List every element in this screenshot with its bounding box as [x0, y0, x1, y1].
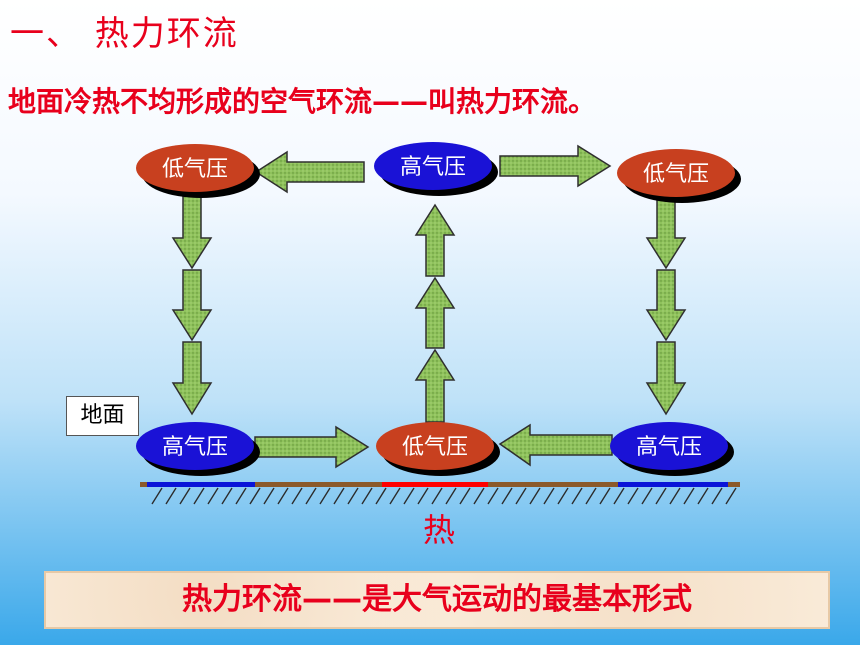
node-top-center: 高气压 — [374, 142, 498, 196]
arrows-right-column-down — [645, 195, 687, 416]
node-bottom-left: 高气压 — [136, 422, 260, 476]
ground-label: 地面 — [66, 396, 139, 436]
ground-cool-segment-right — [618, 482, 728, 487]
node-top-right: 低气压 — [617, 149, 741, 203]
node-label-bottom-right: 高气压 — [636, 435, 702, 460]
node-bottom-right: 高气压 — [610, 422, 734, 476]
ground-hatching — [151, 487, 737, 505]
arrow-bottom-left-to-center — [254, 425, 370, 469]
node-label-top-right: 低气压 — [643, 162, 709, 187]
arrow-top-center-to-left — [254, 150, 365, 194]
low-pressure-ellipse — [136, 144, 254, 192]
slide-subtitle: 地面冷热不均形成的空气环流——叫热力环流。 — [8, 85, 597, 118]
node-top-left: 低气压 — [136, 144, 260, 198]
conclusion-box: 热力环流——是大气运动的最基本形式 — [44, 571, 830, 629]
arrow-top-center-to-right — [499, 144, 612, 188]
high-pressure-ellipse — [610, 422, 728, 470]
low-pressure-ellipse — [376, 422, 494, 470]
node-label-bottom-center: 低气压 — [402, 435, 468, 460]
ground-heated-segment — [382, 482, 488, 487]
high-pressure-ellipse — [136, 422, 254, 470]
node-label-top-left: 低气压 — [162, 157, 228, 182]
slide-title: 一、 热力环流 — [10, 14, 239, 54]
node-label-bottom-left: 高气压 — [162, 435, 228, 460]
ground-surface — [140, 482, 740, 505]
ground-cool-segment-left — [147, 482, 255, 487]
arrow-bottom-right-to-center — [498, 423, 613, 467]
node-bottom-center: 低气压 — [376, 422, 500, 476]
high-pressure-ellipse — [374, 142, 492, 190]
node-label-top-center: 高气压 — [400, 155, 466, 180]
arrows-left-column-down — [171, 195, 213, 416]
heat-label: 热 — [423, 511, 456, 549]
low-pressure-ellipse — [617, 149, 735, 197]
arrows-center-column-up — [414, 203, 456, 423]
